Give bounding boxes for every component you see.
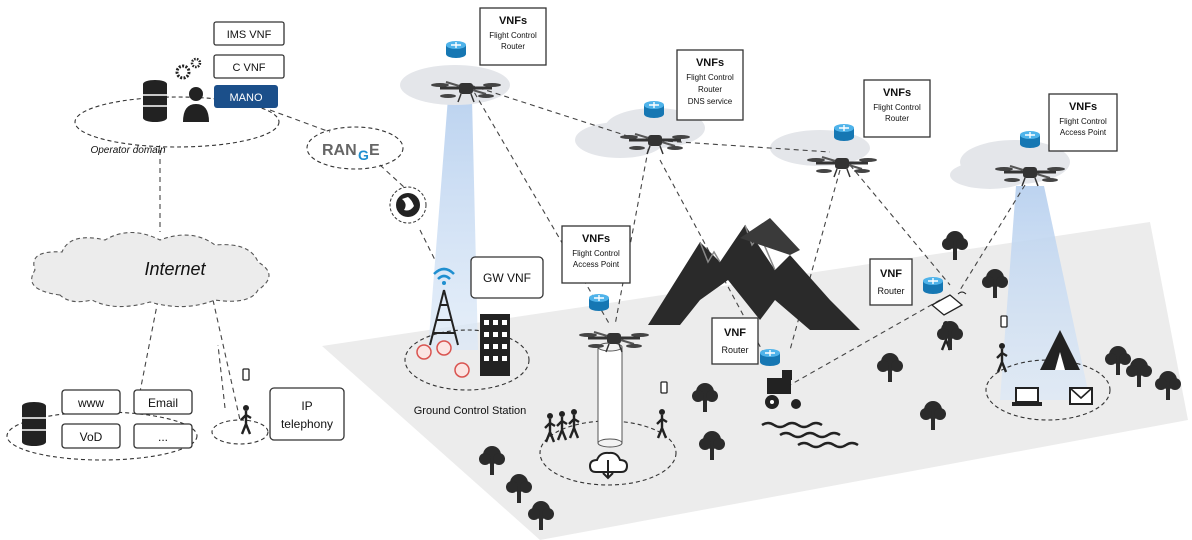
ims-vnf-box bbox=[213, 21, 285, 46]
globe-icon bbox=[389, 186, 427, 224]
drone-vnf-box-5: VNFs Flight Control Access Point bbox=[1048, 93, 1118, 152]
laptop-icon bbox=[1012, 387, 1042, 406]
gw-vnf-box bbox=[470, 256, 544, 299]
drone-vnf-line: Flight Control bbox=[489, 31, 537, 40]
drone-vnf-title: VNFs bbox=[883, 87, 911, 99]
tractor-icon bbox=[765, 370, 801, 409]
services-cluster: www Email VoD ... bbox=[6, 389, 198, 461]
crop-rows bbox=[761, 421, 859, 449]
ground-vnf-line: Router bbox=[721, 345, 748, 355]
beam-1 bbox=[428, 98, 478, 350]
operator-domain-label: Operator domain bbox=[90, 145, 165, 156]
camp-cluster bbox=[985, 315, 1111, 421]
drone-vnf-box-1: VNFs Flight Control Router bbox=[479, 7, 547, 66]
router-red-icon bbox=[416, 340, 470, 378]
vod-label: VoD bbox=[80, 430, 103, 444]
drone-vnf-box-2: VNFs Flight Control Router DNS service bbox=[676, 49, 744, 121]
ip-telephony: IP telephony bbox=[211, 368, 345, 445]
drone-vnf-line: Router bbox=[698, 85, 722, 94]
center-cluster bbox=[539, 342, 677, 486]
ip-telephony-line2: telephony bbox=[281, 417, 333, 431]
ground-node bbox=[930, 291, 967, 352]
database-icon bbox=[143, 80, 167, 122]
user-icon bbox=[183, 87, 209, 122]
gw-vnf-label: GW VNF bbox=[483, 271, 531, 285]
drone-vnf-line: Flight Control bbox=[1059, 117, 1107, 126]
drone-vnf-box-3: VNFs Flight Control Router bbox=[863, 79, 931, 138]
gear-icon bbox=[175, 57, 202, 80]
range-logo-e: E bbox=[369, 142, 380, 159]
range-logo: RAN G E bbox=[306, 126, 404, 170]
ims-vnf-label: IMS VNF bbox=[227, 29, 272, 41]
ground-vnf-title: VNF bbox=[724, 327, 746, 339]
drone-vnf-line: DNS service bbox=[688, 97, 733, 106]
operator-domain-ellipse bbox=[74, 96, 280, 148]
ground-vnf-line: Router bbox=[877, 286, 904, 296]
tent-icon bbox=[1040, 330, 1080, 370]
c-vnf-label: C VNF bbox=[233, 62, 266, 74]
operator-domain: IMS VNF C VNF MANO Operator domain bbox=[74, 21, 285, 156]
wifi-icon bbox=[433, 267, 455, 285]
range-logo-text: RAN bbox=[322, 142, 357, 159]
mano-label: MANO bbox=[230, 92, 263, 104]
drone-vnf-title: VNFs bbox=[499, 15, 527, 27]
mano-box bbox=[214, 85, 278, 108]
antenna-tower-icon bbox=[429, 289, 459, 346]
ground-router-2 bbox=[922, 276, 944, 295]
ground-plane bbox=[322, 222, 1188, 540]
drone-vnf-line: Router bbox=[501, 42, 525, 51]
drone-vnf-line: Access Point bbox=[573, 260, 620, 269]
ground-control-station-label: Ground Control Station bbox=[414, 405, 527, 417]
ground-vnf-box-2: VNF Router bbox=[869, 258, 913, 306]
email-label: Email bbox=[148, 396, 178, 410]
drone-vnf-title: VNFs bbox=[1069, 101, 1097, 113]
drone-vnf-line: Flight Control bbox=[572, 249, 620, 258]
internet-cloud: Internet bbox=[31, 231, 270, 308]
cloud-download-icon bbox=[588, 451, 629, 480]
internet-label: Internet bbox=[144, 259, 206, 279]
range-logo-g: G bbox=[358, 147, 369, 163]
server-database-icon bbox=[22, 402, 46, 446]
drone-vnf-line: Access Point bbox=[1060, 128, 1107, 137]
drone-vnf-line: Router bbox=[885, 114, 909, 123]
www-label: www bbox=[77, 396, 104, 410]
drone-vnf-line: Flight Control bbox=[686, 73, 734, 82]
envelope-icon bbox=[1069, 387, 1093, 405]
drone-vnf-title: VNFs bbox=[582, 233, 610, 245]
drone-vnf-title: VNFs bbox=[696, 57, 724, 69]
c-vnf-box bbox=[213, 54, 285, 79]
ground-router-1 bbox=[759, 348, 781, 367]
ground-control-station: GW VNF Ground Control Station bbox=[404, 256, 544, 417]
ground-vnf-title: VNF bbox=[880, 268, 902, 280]
mountains bbox=[648, 218, 860, 330]
drone-vnf-line: Flight Control bbox=[873, 103, 921, 112]
building-icon bbox=[480, 314, 510, 376]
ground-vnf-box-1: VNF Router bbox=[711, 317, 759, 365]
more-label: ... bbox=[158, 430, 168, 444]
connection-lines bbox=[137, 84, 1026, 421]
ip-telephony-line1: IP bbox=[301, 399, 312, 413]
drone-vnf-box-4: VNFs Flight Control Access Point bbox=[561, 225, 631, 284]
